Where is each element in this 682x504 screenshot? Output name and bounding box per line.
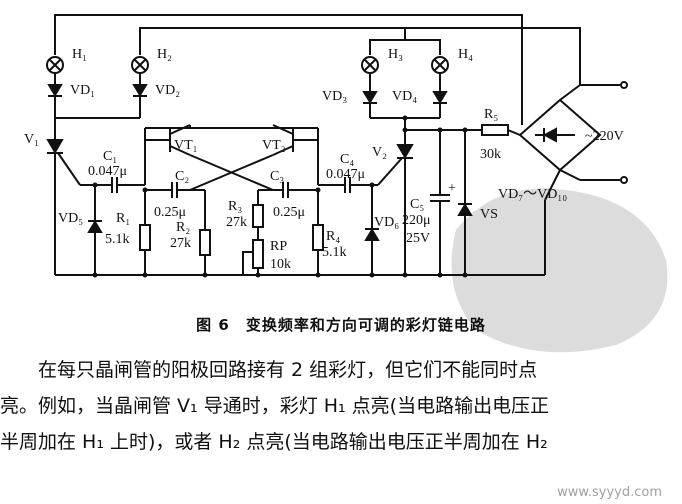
label-c5-value: 220μ [402, 213, 431, 228]
label-vd5: VD₅ [58, 211, 83, 226]
label-vd4: VD₄ [392, 89, 417, 104]
label-v2: V₂ [372, 145, 387, 160]
label-vd6: VD₆ [374, 215, 399, 230]
figure-caption: 图 6 变换频率和方向可调的彩灯链电路 [196, 316, 486, 334]
label-vt1: VT₁ [174, 138, 198, 153]
label-vd3: VD₃ [322, 89, 347, 104]
label-c3-value: 0.25μ [273, 205, 305, 220]
label-r5-value: 30k [480, 147, 501, 162]
label-h3: H₃ [388, 47, 403, 62]
label-r4-value: 5.1k [322, 245, 347, 260]
circuit-schematic: H₁ H₂ H₃ H₄ VD₁ VD₂ VD₃ VD₄ V₁ V₂ C₁ 0.0… [24, 14, 628, 278]
label-c2-value: 0.25μ [154, 205, 186, 220]
label-rp: RP [270, 239, 287, 254]
label-h1: H₁ [72, 47, 87, 62]
watermark: www.syyyd.com [557, 485, 662, 500]
label-vd1: VD₁ [70, 83, 95, 98]
label-c1-value: 0.047μ [88, 164, 127, 179]
label-r1: R₁ [116, 211, 130, 226]
label-r5: R₅ [484, 107, 498, 122]
label-bridge-diodes: VD₇～VD₁₀ [498, 187, 567, 202]
label-c5-plus: + [448, 181, 456, 196]
seal-stamp [451, 188, 668, 353]
label-vs: VS [480, 207, 498, 222]
body-line: 半周加在 H₁ 上时)，或者 H₂ 点亮(当电路输出电压正半周加在 H₂ [0, 431, 548, 453]
label-r3-value: 27k [226, 215, 247, 230]
label-vd2: VD₂ [155, 83, 180, 98]
label-vt2: VT₂ [262, 138, 286, 153]
label-h2: H₂ [157, 47, 172, 62]
label-c4-value: 0.047μ [326, 167, 365, 182]
label-c5: C₅ [410, 197, 424, 212]
label-c2: C₂ [175, 169, 189, 184]
label-r4: R₄ [326, 229, 340, 244]
label-r2-value: 27k [170, 236, 191, 251]
body-paragraph: 在每只晶闸管的阳极回路接有 2 组彩灯，但它们不能同时点 亮。例如，当晶闸管 V… [0, 352, 672, 460]
label-c4: C₄ [340, 152, 354, 167]
label-ac-source: ~220V [585, 129, 624, 144]
body-line: 亮。例如，当晶闸管 V₁ 导通时，彩灯 H₁ 点亮(当电路输出电压正 [0, 395, 550, 417]
body-line: 在每只晶闸管的阳极回路接有 2 组彩灯，但它们不能同时点 [38, 359, 538, 381]
label-r1-value: 5.1k [105, 232, 130, 247]
label-h4: H₄ [458, 47, 473, 62]
label-c3: C₃ [270, 169, 284, 184]
label-rp-value: 10k [270, 257, 291, 272]
label-r2: R₂ [176, 220, 190, 235]
label-v1: V₁ [24, 132, 39, 147]
label-c1: C₁ [103, 149, 117, 164]
label-r3: R₃ [228, 199, 242, 214]
label-c5-voltage: 25V [406, 231, 430, 246]
